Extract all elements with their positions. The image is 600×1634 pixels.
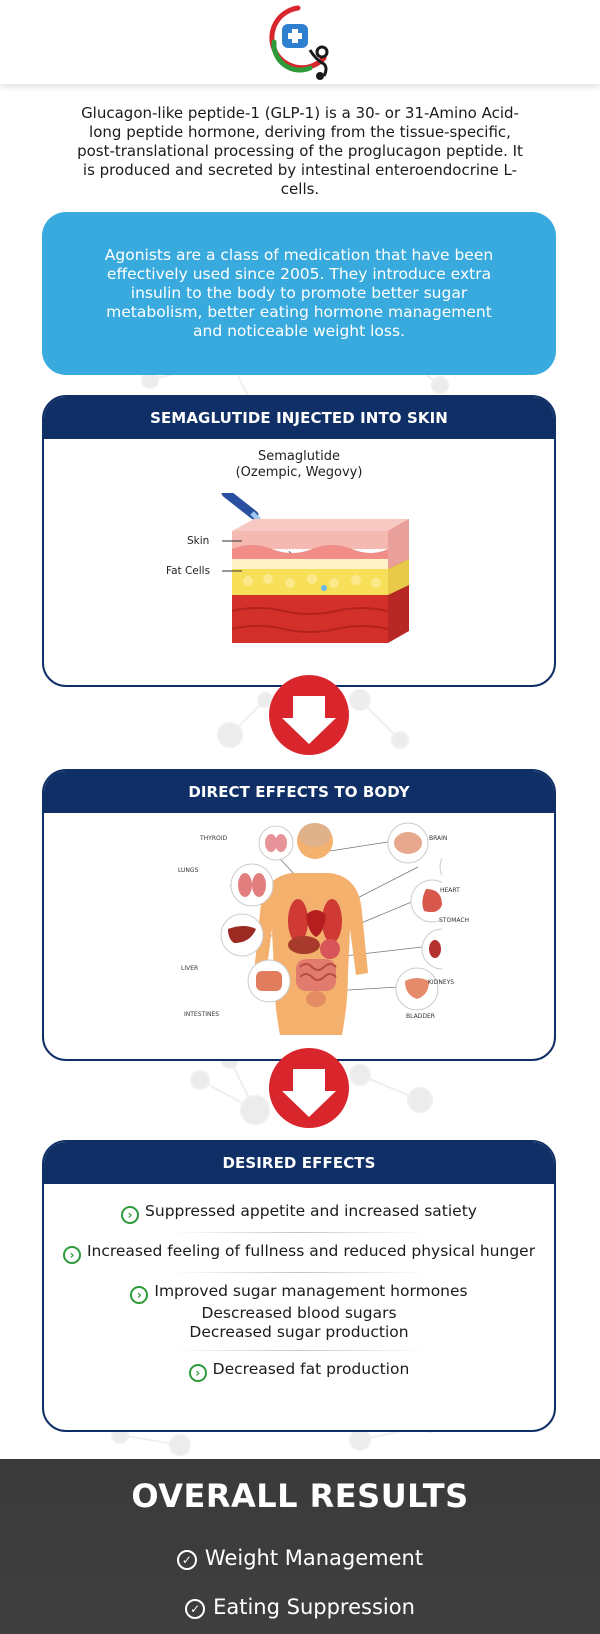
- bladder-icon: [395, 967, 439, 1011]
- desired-effects-card: DESIRED EFFECTS ›Suppressed appetite and…: [42, 1140, 556, 1432]
- sub-item: Descreased blood sugars: [201, 1304, 397, 1322]
- check-circle-icon: ›: [121, 1206, 140, 1224]
- liver-label: LIVER: [181, 965, 199, 972]
- drug-label: Semaglutide (Ozempic, Wegovy): [44, 449, 554, 481]
- list-item: ›Suppressed appetite and increased satie…: [44, 1202, 554, 1224]
- syringe-needle-icon: [221, 493, 325, 589]
- card-title: SEMAGLUTIDE INJECTED INTO SKIN: [44, 397, 554, 439]
- kidneys-icon: [421, 928, 442, 970]
- down-arrow-icon: [269, 675, 349, 755]
- card-title: DIRECT EFFECTS TO BODY: [44, 771, 554, 813]
- brain-label: BRAIN: [429, 835, 448, 842]
- kidneys-label: KIDNEYS: [428, 979, 455, 986]
- skin-layers-illustration: [221, 493, 409, 643]
- check-circle-icon: ✓: [185, 1599, 206, 1619]
- direct-effects-card: DIRECT EFFECTS TO BODY THYROID BRAIN LUN…: [42, 769, 556, 1061]
- lungs-icon: [230, 863, 274, 907]
- fat-cells-label: Fat Cells: [166, 565, 211, 577]
- overall-results-title: OVERALL RESULTS: [131, 1477, 469, 1515]
- effects-list: ›Suppressed appetite and increased satie…: [44, 1202, 554, 1382]
- list-item: ›Increased feeling of fullness and reduc…: [44, 1242, 554, 1264]
- check-circle-icon: ›: [188, 1364, 207, 1382]
- semaglutide-injection-card: SEMAGLUTIDE INJECTED INTO SKIN Semagluti…: [42, 395, 556, 687]
- result-item: ✓Weight Management: [0, 1546, 600, 1570]
- sub-item: Decreased sugar production: [189, 1323, 409, 1341]
- list-item: ›Decreased fat production: [44, 1360, 554, 1382]
- liver-icon: [220, 913, 264, 957]
- thyroid-label: THYROID: [200, 835, 228, 842]
- body-organs-illustration: [220, 822, 442, 1035]
- agonists-info-box: Agonists are a class of medication that …: [42, 212, 556, 375]
- stomach-label: STOMACH: [439, 917, 470, 924]
- overall-results-footer: OVERALL RESULTS ✓Weight Management ✓Eati…: [0, 1459, 600, 1634]
- heart-label: HEART: [440, 887, 460, 894]
- thyroid-icon: [258, 825, 294, 861]
- drug-brands: (Ozempic, Wegovy): [235, 465, 363, 480]
- intro-paragraph: Glucagon-like peptide-1 (GLP-1) is a 30-…: [77, 104, 523, 198]
- check-circle-icon: ›: [130, 1286, 149, 1304]
- bladder-label: BLADDER: [406, 1013, 435, 1020]
- result-item: ✓Eating Suppression: [0, 1595, 600, 1619]
- list-item: ›Improved sugar management hormones: [44, 1282, 554, 1304]
- intestines-label: INTESTINES: [184, 1011, 220, 1018]
- down-arrow-icon: [269, 1048, 349, 1128]
- divider: [169, 1272, 429, 1273]
- agonists-info-text: Agonists are a class of medication that …: [104, 246, 494, 340]
- brain-icon: [387, 822, 429, 864]
- divider: [169, 1350, 429, 1351]
- medical-cross-stethoscope-icon[interactable]: [258, 2, 344, 82]
- divider: [169, 1232, 429, 1233]
- skin-label: Skin: [187, 535, 210, 547]
- heart-icon: [439, 857, 442, 877]
- check-circle-icon: ✓: [176, 1550, 197, 1570]
- drug-name: Semaglutide: [258, 449, 340, 464]
- header: [0, 0, 600, 84]
- card-title: DESIRED EFFECTS: [44, 1142, 554, 1184]
- stomach-icon: [410, 879, 442, 923]
- lungs-label: LUNGS: [178, 867, 199, 874]
- check-circle-icon: ›: [62, 1246, 81, 1264]
- intestines-icon: [247, 959, 291, 1003]
